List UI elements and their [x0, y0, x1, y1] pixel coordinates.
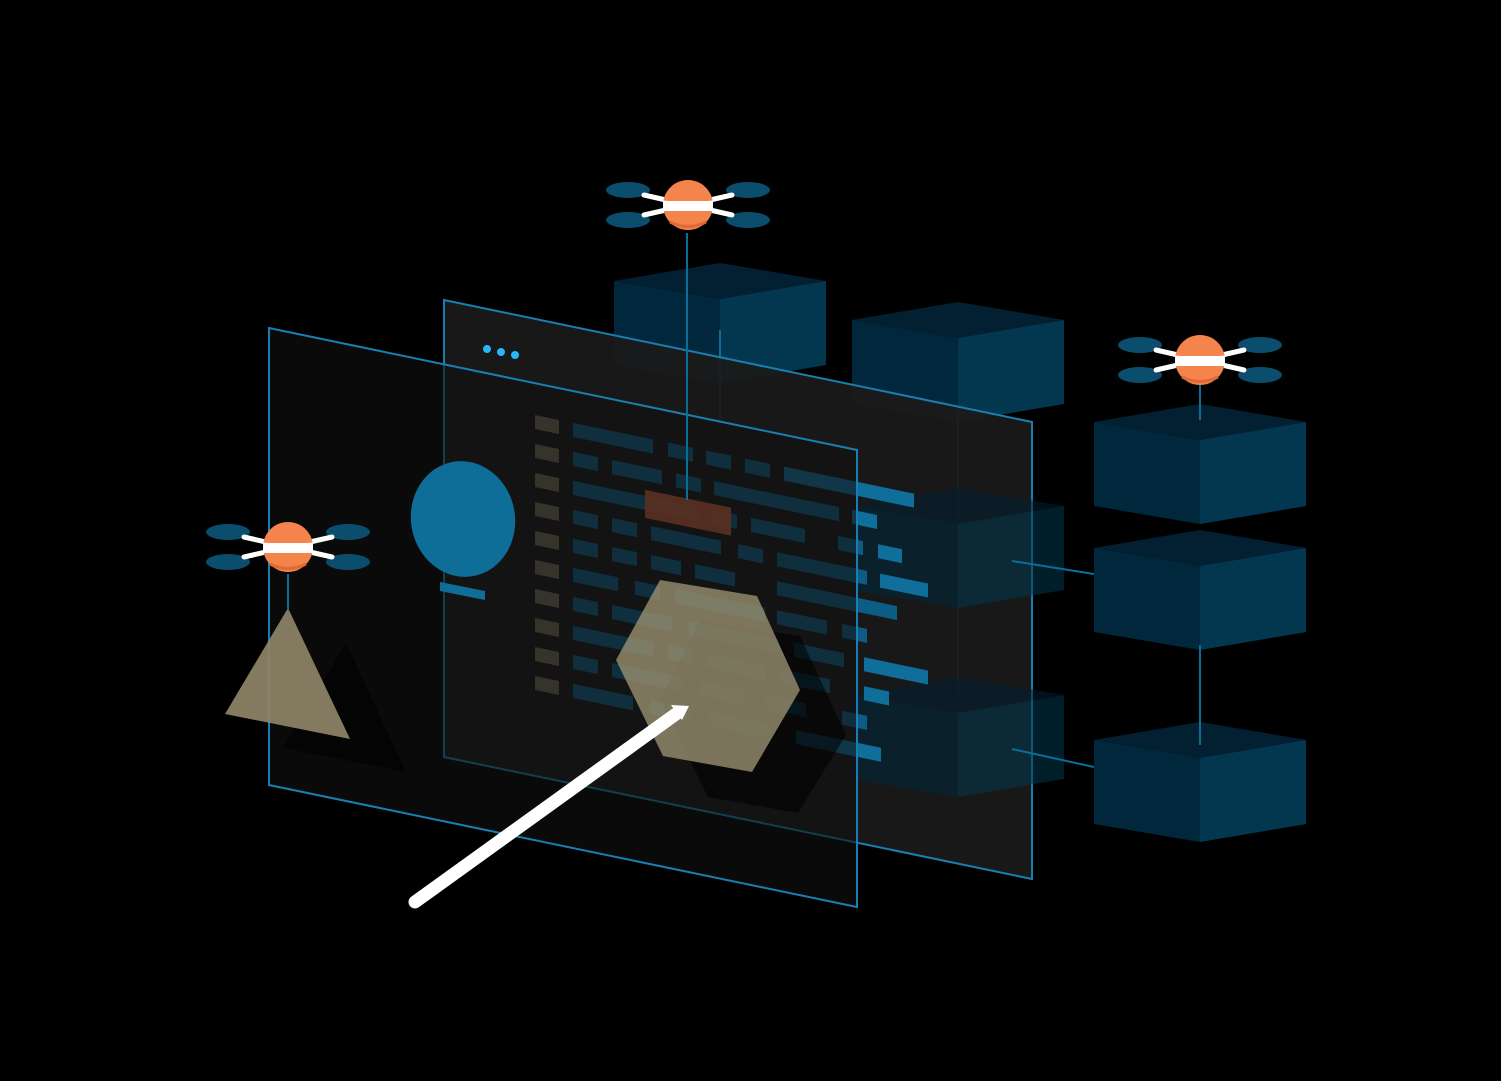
connector-lines-front — [287, 233, 1201, 768]
triangle-shape — [225, 608, 350, 739]
circle-shape — [410, 461, 516, 600]
drone-icon-right — [1118, 335, 1282, 385]
stylus-icon — [408, 705, 689, 909]
triangle-shadow — [283, 643, 406, 772]
cube-right-middle — [1094, 530, 1306, 650]
drone-icon-top — [606, 180, 770, 230]
window-controls-icon — [483, 345, 519, 359]
cube-right-top — [1094, 404, 1306, 524]
